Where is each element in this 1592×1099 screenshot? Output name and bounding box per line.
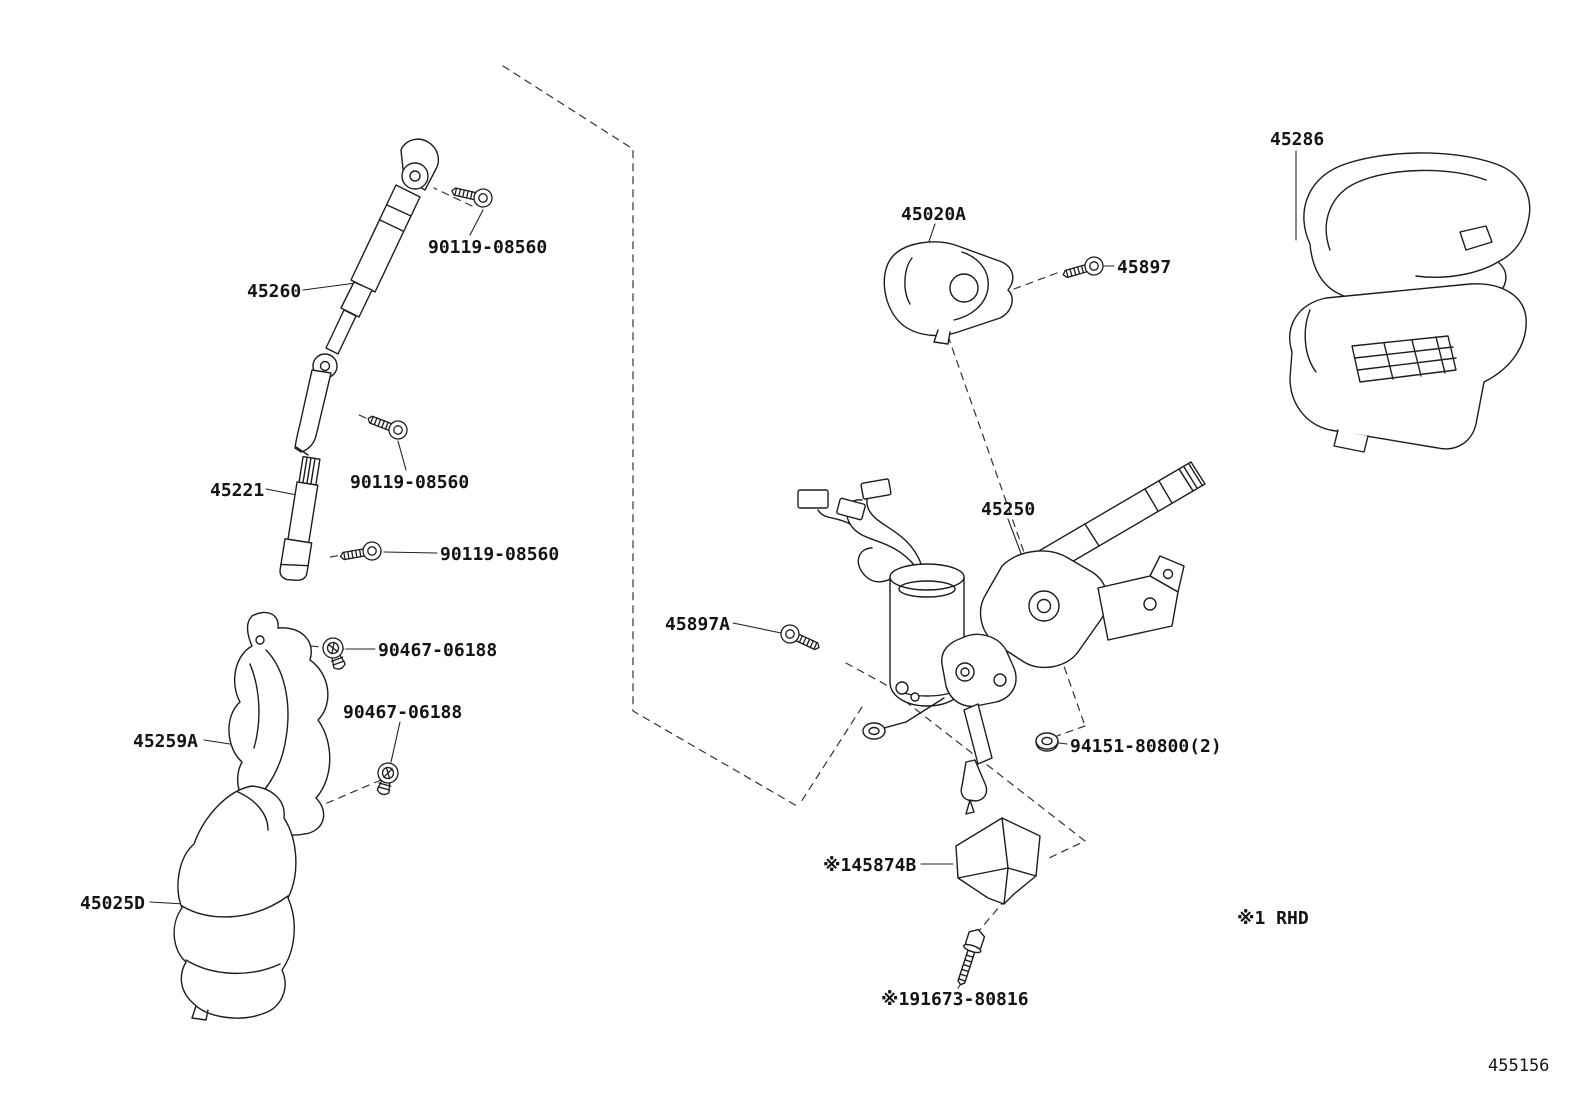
part-label-145874b: ※145874B — [823, 855, 917, 876]
part-45025d-boot-drawing — [173, 785, 297, 1021]
part-label-45897a: 45897A — [665, 614, 731, 635]
part-90467-clip-b-drawing — [371, 760, 401, 798]
label-leader-lines — [149, 150, 1297, 989]
part-label-90467-a: 90467-06188 — [378, 640, 498, 661]
part-45897-bolt-drawing — [1060, 254, 1106, 285]
assembly-dashed-lines — [265, 65, 1086, 934]
part-45260-intermediate-shaft-drawing — [294, 138, 440, 456]
part-label-191673: ※191673-80816 — [881, 989, 1029, 1010]
part-45020a-ignition-bracket-drawing — [883, 241, 1014, 345]
part-45221-sliding-yoke-drawing — [279, 455, 321, 581]
part-label-45025d: 45025D — [80, 893, 146, 914]
part-90119-bolt-low-drawing — [338, 539, 384, 567]
part-label-90119-top: 90119-08560 — [428, 237, 548, 258]
part-45897a-bolt-drawing — [777, 621, 824, 657]
part-label-45260: 45260 — [247, 281, 302, 302]
part-191673-bolt-drawing — [957, 928, 986, 986]
part-label-90119-low: 90119-08560 — [440, 544, 560, 565]
figure-number: 455156 — [1488, 1056, 1550, 1076]
part-45286-column-cover-drawing — [1289, 152, 1531, 453]
part-90467-clip-a-drawing — [319, 634, 351, 673]
part-90119-bolt-top-drawing — [449, 181, 495, 210]
part-label-45897: 45897 — [1117, 257, 1172, 278]
part-94151-nut-drawing — [1035, 732, 1059, 752]
part-145874b-bracket-drawing — [955, 817, 1041, 905]
part-label-45250: 45250 — [981, 499, 1036, 520]
part-label-45221: 45221 — [210, 480, 265, 501]
part-label-45259a: 45259A — [133, 731, 199, 752]
part-45259a-cover-drawing — [228, 611, 331, 836]
part-label-94151: 94151-80800(2) — [1070, 736, 1222, 757]
part-label-90467-b: 90467-06188 — [343, 702, 463, 723]
part-label-90119-mid: 90119-08560 — [350, 472, 470, 493]
part-label-45286: 45286 — [1270, 129, 1325, 150]
note-rhd: ※1 RHD — [1237, 908, 1309, 929]
part-label-45020a: 45020A — [901, 204, 967, 225]
part-45250-column-assembly-drawing — [797, 461, 1206, 815]
part-90119-bolt-mid-drawing — [364, 409, 411, 443]
